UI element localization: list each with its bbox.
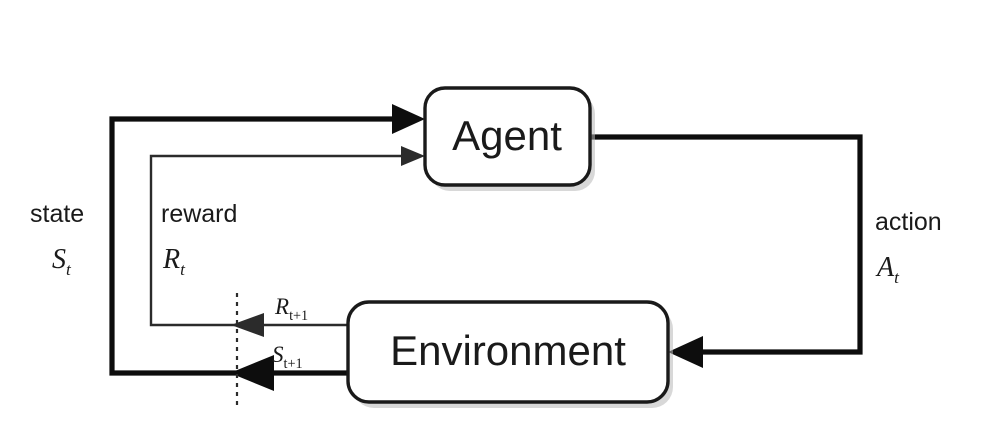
label-state: state St: [30, 200, 84, 279]
reward-word-label: reward: [161, 200, 237, 228]
node-environment[interactable]: Environment: [346, 300, 673, 408]
node-agent[interactable]: Agent: [423, 86, 595, 191]
edge-action-to-environment: [590, 134, 863, 368]
agent-label: Agent: [452, 112, 562, 159]
state-symbol-label: St: [52, 244, 72, 279]
state-symbol-letter: S: [52, 244, 66, 275]
edge-reward-to-agent: [149, 146, 425, 327]
state-next-symbol-label: St+1: [272, 342, 303, 372]
state-next-symbol-letter: S: [272, 342, 284, 367]
reward-next-symbol-label: Rt+1: [274, 294, 308, 324]
agent-box-outline: [423, 86, 592, 187]
label-state-next: St+1: [272, 342, 303, 372]
state-word-label: state: [30, 200, 84, 228]
environment-label: Environment: [390, 327, 626, 374]
state-edge-path: [109, 116, 400, 376]
agent-box-fill: [425, 88, 590, 185]
reward-symbol-subscript: t: [180, 260, 186, 279]
action-symbol-letter: A: [875, 252, 895, 283]
action-symbol-subscript: t: [894, 268, 900, 287]
reward-edge-path: [149, 154, 405, 327]
label-reward: reward Rt: [161, 200, 237, 279]
action-word-label: action: [875, 208, 942, 236]
action-arrowhead-icon: [668, 336, 703, 368]
reward-next-symbol-letter: R: [274, 294, 289, 319]
reward-symbol-label: Rt: [162, 244, 186, 279]
state-next-symbol-subscript: t+1: [284, 356, 303, 372]
label-action: action At: [875, 208, 942, 287]
reward-next-symbol-subscript: t+1: [289, 308, 308, 324]
state-next-arrowhead-icon: [230, 355, 274, 391]
environment-box-fill: [348, 302, 668, 402]
edge-state-next: [230, 355, 348, 391]
state-arrowhead-icon: [392, 104, 425, 134]
edge-state-to-agent: [109, 104, 425, 376]
reward-arrowhead-icon: [401, 146, 425, 166]
environment-box-outline: [346, 300, 670, 404]
action-edge-path: [590, 134, 863, 355]
edge-reward-next: [231, 313, 348, 337]
reward-next-arrowhead-icon: [231, 313, 264, 337]
action-symbol-label: At: [875, 252, 900, 287]
state-symbol-subscript: t: [66, 260, 72, 279]
label-reward-next: Rt+1: [274, 294, 308, 324]
reward-symbol-letter: R: [162, 244, 180, 275]
